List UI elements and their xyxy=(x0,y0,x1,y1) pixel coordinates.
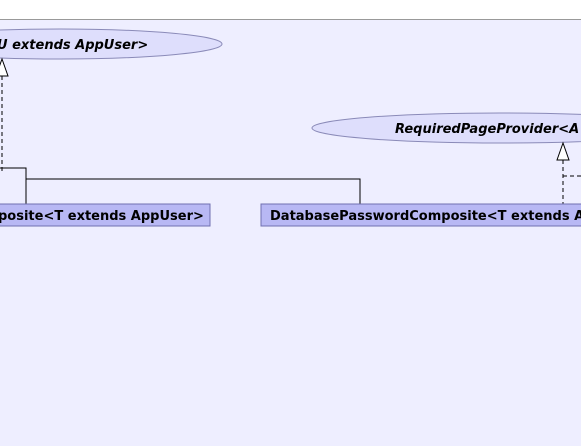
arrowhead-hollow-triangle xyxy=(0,57,9,77)
class-label: posite<T extends AppUser> xyxy=(0,209,204,224)
interface-ellipse xyxy=(311,112,581,144)
solid-connector-bridge xyxy=(26,178,361,204)
class-database-password-composite[interactable]: DatabasePasswordComposite<T extends A xyxy=(260,203,581,227)
class-box xyxy=(0,203,211,227)
class-composite[interactable]: posite<T extends AppUser> xyxy=(0,203,211,227)
association-connector xyxy=(0,167,361,204)
class-box xyxy=(260,203,581,227)
solid-connector-left xyxy=(0,167,27,204)
arrowhead-hollow-triangle xyxy=(556,141,570,161)
diagram-canvas xyxy=(0,19,581,446)
realization-arrow-left xyxy=(0,57,9,172)
interface-ellipse xyxy=(0,28,223,60)
class-label: DatabasePasswordComposite<T extends A xyxy=(270,209,581,224)
interface-required-page-provider[interactable]: RequiredPageProvider<A xyxy=(311,112,581,144)
interface-app-user[interactable]: U extends AppUser> xyxy=(0,28,223,60)
interface-label: RequiredPageProvider<A xyxy=(395,122,579,137)
realization-arrow-right xyxy=(556,141,581,204)
interface-label: U extends AppUser> xyxy=(0,38,148,53)
